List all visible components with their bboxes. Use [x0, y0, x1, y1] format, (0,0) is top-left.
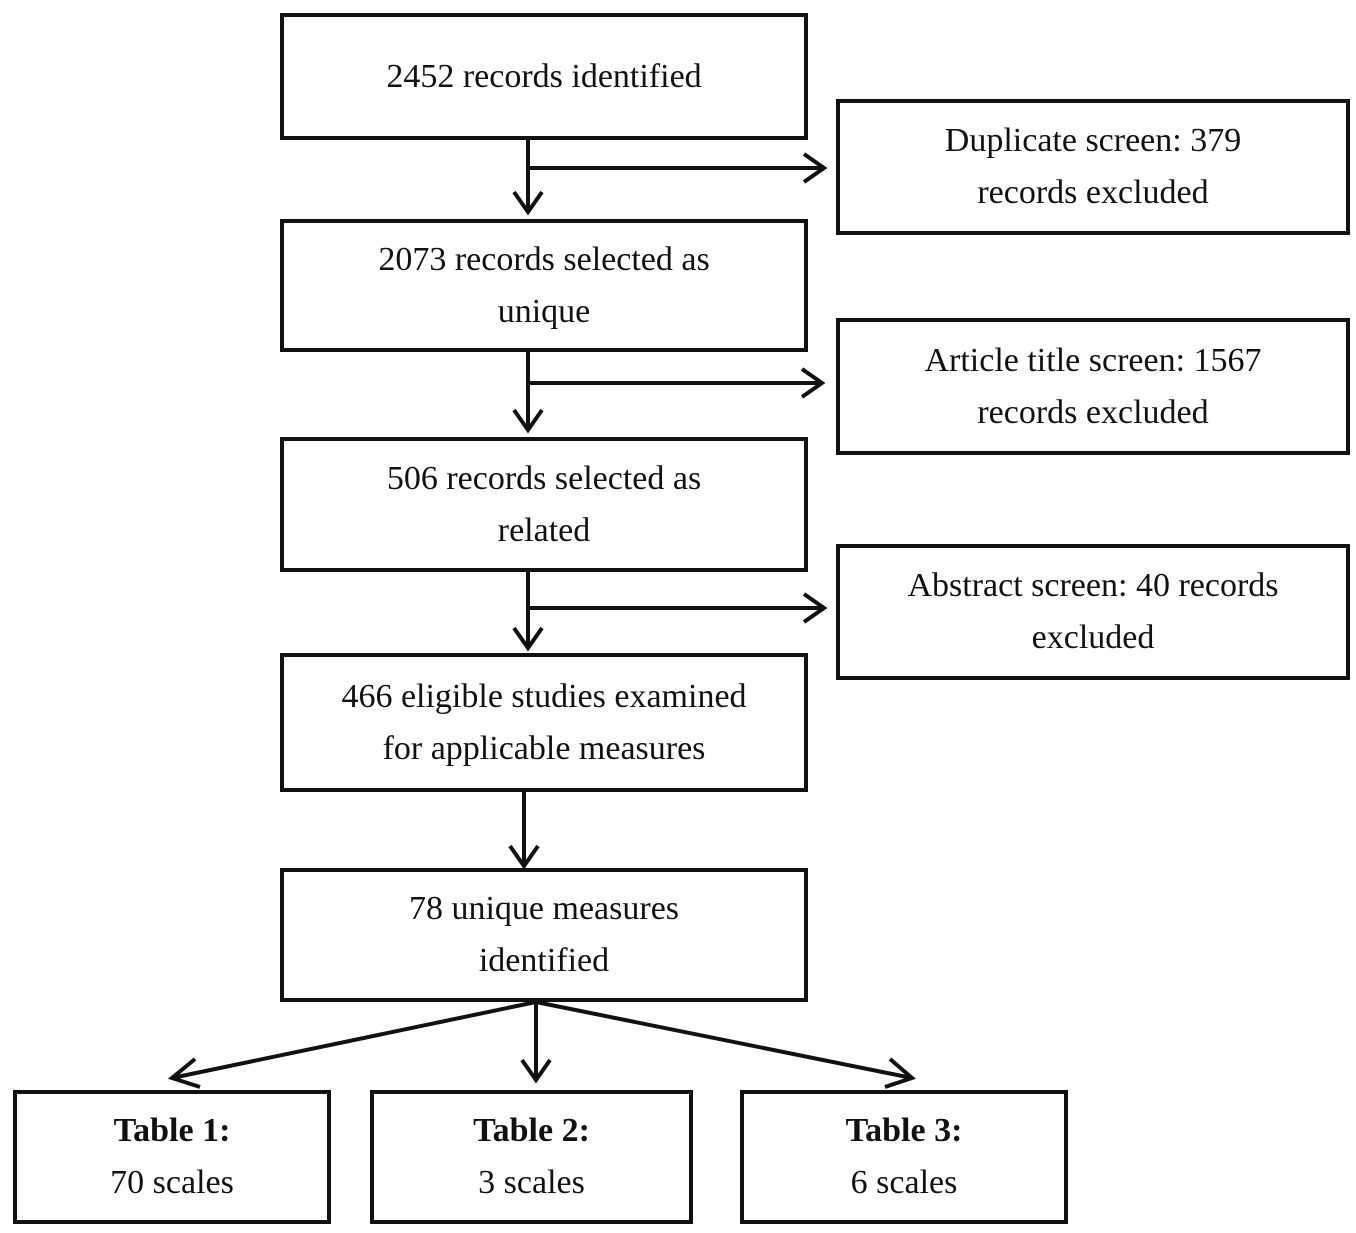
- duplicate-screen-box: Duplicate screen: 379 records excluded: [836, 99, 1350, 235]
- duplicate-screen-line-2: records excluded: [977, 174, 1209, 211]
- table-1-title: Table 1:: [113, 1112, 231, 1149]
- arrowhead-to-duplicate-screen: [802, 152, 828, 184]
- arrowhead-to-title-screen: [800, 367, 826, 399]
- arrowhead-eligible-to-measures: [508, 844, 540, 870]
- arrowhead-related-to-eligible: [512, 626, 544, 652]
- arrowhead-to-table-2: [520, 1058, 552, 1084]
- unique-measures-line-1: 78 unique measures: [408, 890, 680, 927]
- title-screen-line-1: Article title screen: 1567: [924, 341, 1262, 379]
- arrow-to-table-3: [535, 1000, 913, 1080]
- records-related-line-2: related: [497, 511, 591, 549]
- records-unique-line-2: unique: [497, 292, 591, 330]
- duplicate-screen-line-1: Duplicate screen: 379: [944, 122, 1242, 159]
- arrowhead-unique-to-related: [512, 408, 544, 434]
- arrowhead-to-table-3: [884, 1057, 916, 1089]
- arrowhead-to-table-1: [167, 1057, 201, 1089]
- table-3-count: 6 scales: [850, 1164, 958, 1201]
- table-2-box: Table 2: 3 scales: [370, 1090, 693, 1224]
- unique-measures-box: 78 unique measures identified: [280, 868, 808, 1002]
- title-screen-line-2: records excluded: [977, 393, 1209, 431]
- arrowhead-to-abstract-screen: [802, 592, 828, 624]
- table-3-box: Table 3: 6 scales: [740, 1090, 1068, 1224]
- records-identified-text: 2452 records identified: [386, 57, 702, 95]
- abstract-screen-line-1: Abstract screen: 40 records: [907, 567, 1279, 604]
- table-2-title: Table 2:: [473, 1112, 590, 1149]
- eligible-studies-line-1: 466 eligible studies examined: [341, 677, 747, 715]
- table-3-title: Table 3:: [845, 1112, 963, 1149]
- table-1-count: 70 scales: [110, 1164, 234, 1201]
- unique-measures-line-2: identified: [478, 942, 610, 979]
- abstract-screen-box: Abstract screen: 40 records excluded: [836, 544, 1350, 680]
- eligible-studies-box: 466 eligible studies examined for applic…: [280, 653, 808, 792]
- records-related-line-1: 506 records selected as: [386, 459, 702, 497]
- eligible-studies-line-2: for applicable measures: [382, 729, 706, 767]
- table-2-count: 3 scales: [478, 1164, 585, 1201]
- title-screen-box: Article title screen: 1567 records exclu…: [836, 318, 1350, 455]
- abstract-screen-line-2: excluded: [1031, 619, 1155, 656]
- table-1-box: Table 1: 70 scales: [13, 1090, 331, 1224]
- records-unique-box: 2073 records selected as unique: [280, 219, 808, 352]
- arrowhead-identified-to-unique: [512, 190, 544, 216]
- records-unique-line-1: 2073 records selected as: [378, 240, 710, 278]
- records-related-box: 506 records selected as related: [280, 437, 808, 572]
- arrow-to-table-1: [171, 1000, 537, 1080]
- records-identified-box: 2452 records identified: [280, 13, 808, 140]
